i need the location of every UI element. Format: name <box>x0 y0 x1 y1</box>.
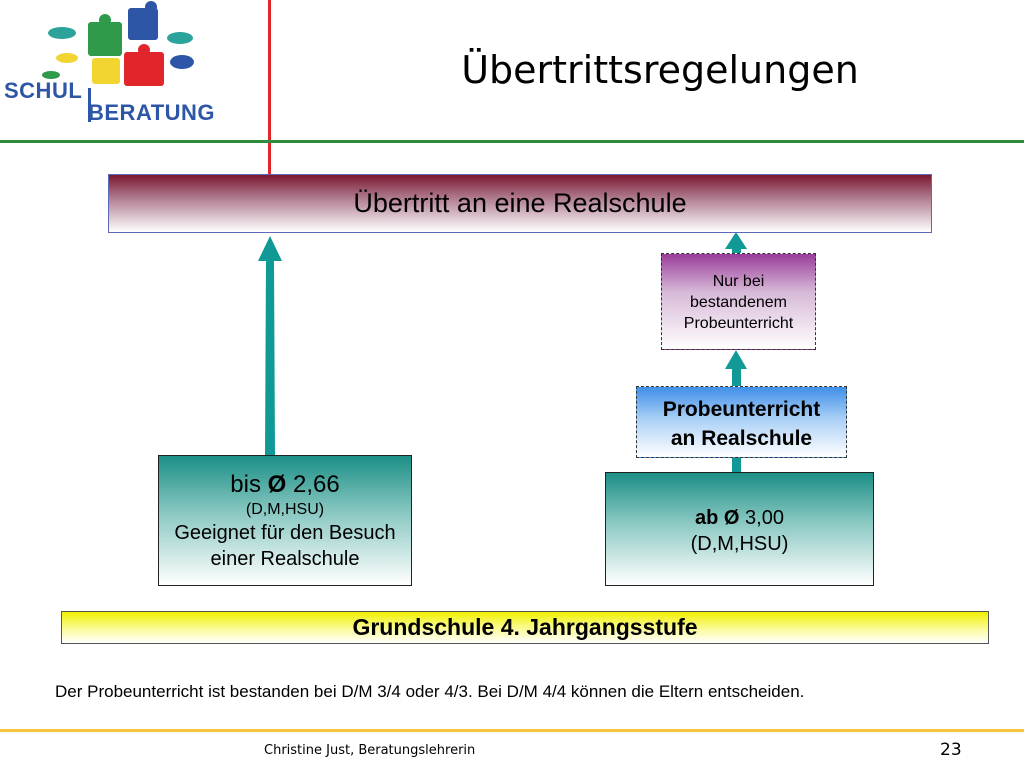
header-green-rule <box>0 140 1024 143</box>
grade-threshold-right: ab Ø 3,00 <box>606 505 873 531</box>
target-label: Übertritt an eine Realschule <box>353 188 687 218</box>
footer-rule <box>0 729 1024 732</box>
logo-text-beratung: BERATUNG <box>88 100 216 125</box>
header-red-rule <box>268 0 271 174</box>
subjects-right: (D,M,HSU) <box>690 533 789 555</box>
grundschule-bar: Grundschule 4. Jahrgangsstufe <box>61 611 989 644</box>
page-number: 23 <box>940 740 962 760</box>
footer-author: Christine Just, Beratungslehrerin <box>264 743 476 758</box>
puzzle-logo-icon <box>42 1 194 86</box>
right-arrow-upper <box>725 232 747 254</box>
logo: SCHUL BERATUNG <box>0 0 240 135</box>
slide-title: Übertrittsregelungen <box>461 48 859 92</box>
average-symbol: Ø <box>267 471 287 498</box>
right-arrow-middle <box>725 350 747 387</box>
right-arrow-lower <box>732 458 741 473</box>
probe-line-2: an Realschule <box>670 427 813 450</box>
grade-prefix: bis <box>230 471 268 498</box>
suitable-desc-2: einer Realschule <box>210 548 360 570</box>
grundschule-label: Grundschule 4. Jahrgangsstufe <box>352 614 698 640</box>
grade-value: 2,66 <box>286 471 340 498</box>
probeunterricht-box: Probeunterricht an Realschule <box>636 386 847 458</box>
logo-text-schul: SCHUL <box>4 78 83 103</box>
logo-divider <box>88 88 91 122</box>
probe-line-1: Probeunterricht <box>662 398 821 421</box>
grade-probe-box: ab Ø 3,00 (D,M,HSU) <box>605 472 874 586</box>
grade-suitable-box: bis Ø 2,66 (D,M,HSU) Geeignet für den Be… <box>158 455 412 586</box>
target-realschule-box: Übertritt an eine Realschule <box>108 174 932 233</box>
condition-line-3: Probeunterricht <box>683 315 794 332</box>
suitable-desc-1: Geeignet für den Besuch <box>174 522 396 544</box>
left-arrow <box>258 236 282 455</box>
condition-box: Nur bei bestandenem Probeunterricht <box>661 253 816 350</box>
condition-line-1: Nur bei <box>712 273 765 290</box>
grade-prefix-right: ab Ø <box>695 507 740 529</box>
condition-line-2: bestandenem <box>690 294 787 311</box>
grade-value-right: 3,00 <box>739 507 784 529</box>
grade-threshold-left: bis Ø 2,66 <box>159 470 411 500</box>
footnote: Der Probeunterricht ist bestanden bei D/… <box>55 682 805 701</box>
subjects-left: (D,M,HSU) <box>245 501 325 518</box>
